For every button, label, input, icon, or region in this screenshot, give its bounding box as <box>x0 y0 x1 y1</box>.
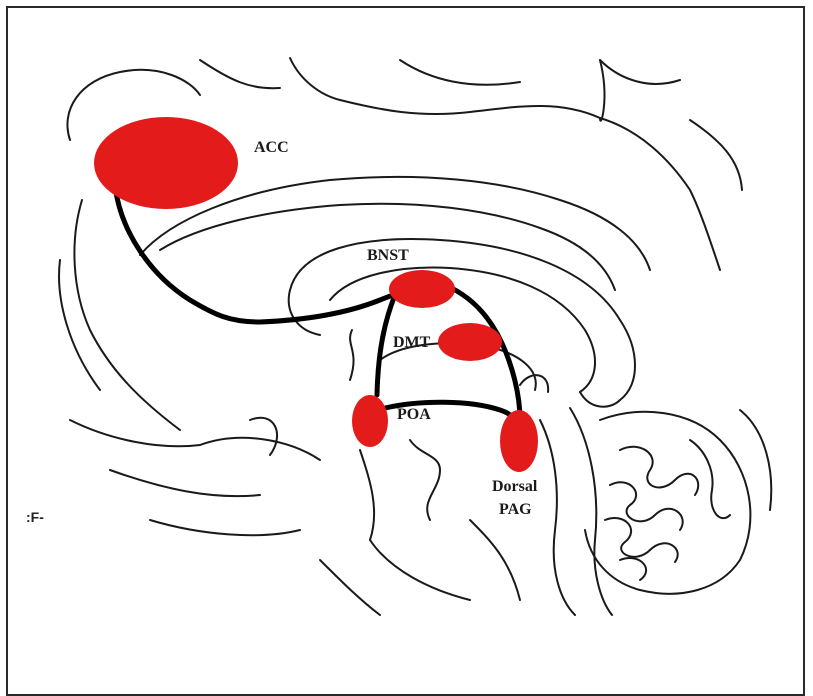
brain-sagittal-diagram: ACC BNST DMT POA Dorsal PAG :F- <box>0 0 813 682</box>
bnst-region <box>389 270 455 308</box>
acc-label: ACC <box>254 139 289 156</box>
stray-mark: :F- <box>26 509 44 525</box>
poa-region <box>352 395 388 447</box>
dmt-label: DMT <box>393 334 431 351</box>
poa-label: POA <box>397 406 431 423</box>
dorsal-pag-region <box>500 410 538 472</box>
highlighted-regions <box>94 117 538 472</box>
dorsal-label: Dorsal <box>492 478 538 495</box>
dmt-region <box>438 323 502 361</box>
connection-pathways <box>115 185 520 430</box>
acc-region <box>94 117 238 209</box>
bnst-label: BNST <box>367 247 409 264</box>
pag-label: PAG <box>499 501 532 518</box>
